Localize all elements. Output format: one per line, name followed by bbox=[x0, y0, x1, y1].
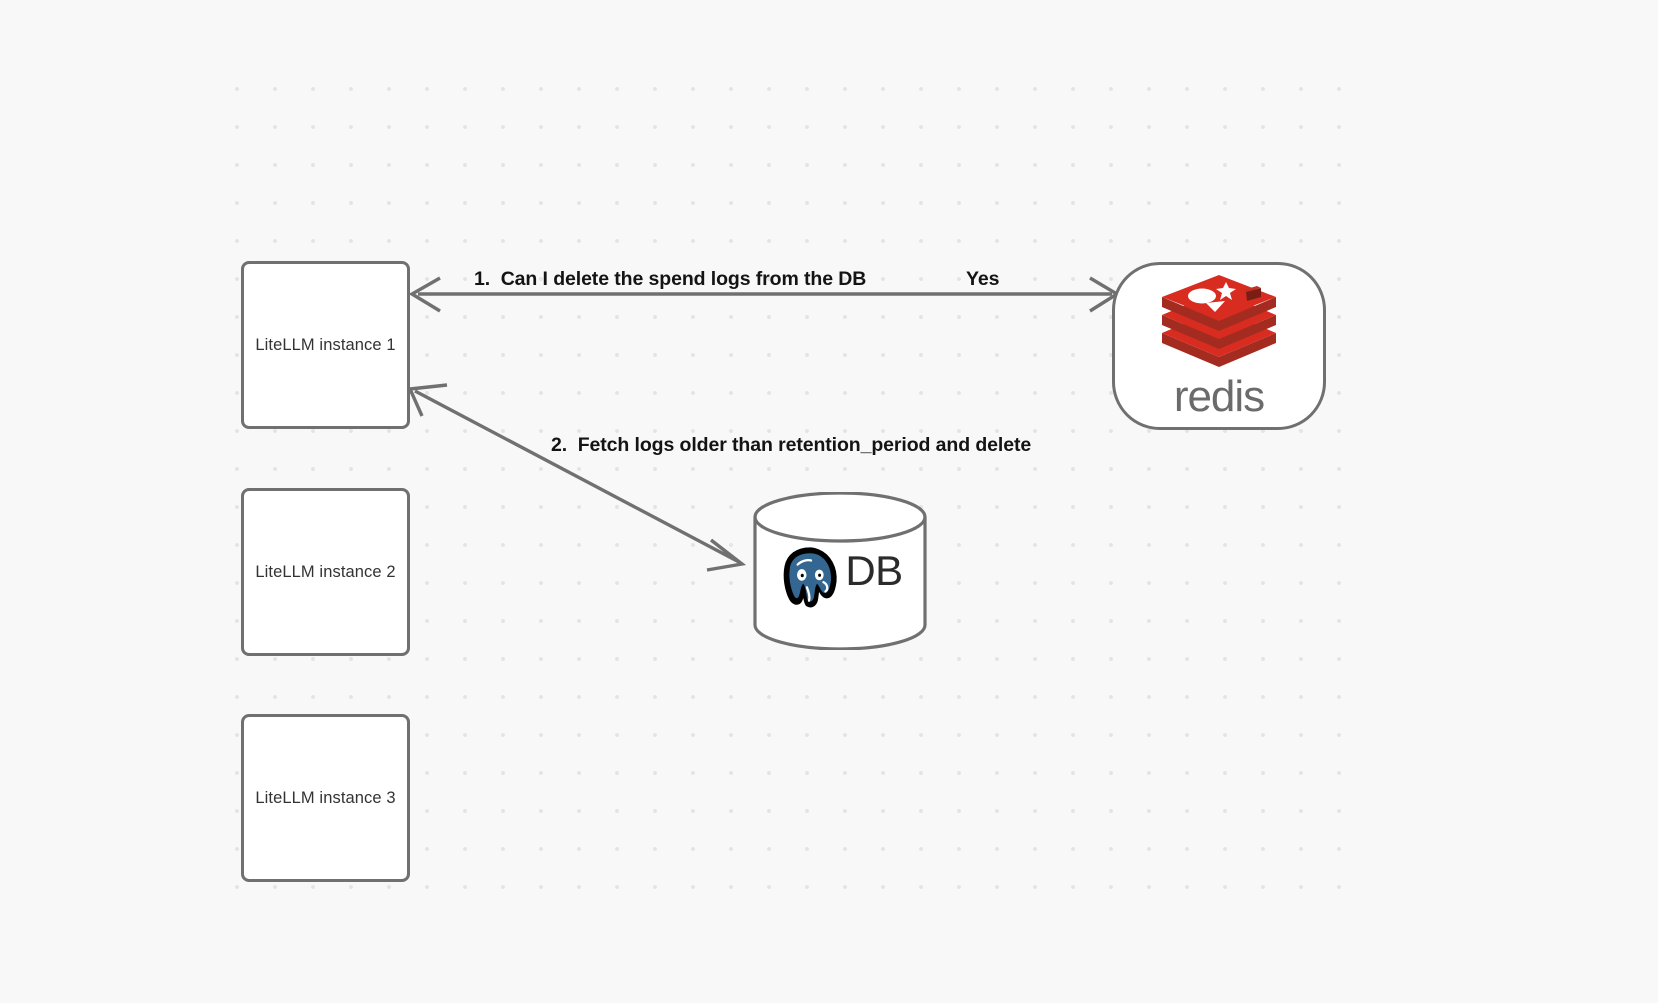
edge-label-1: 1. Can I delete the spend logs from the … bbox=[474, 268, 867, 290]
node-redis[interactable]: redis bbox=[1112, 262, 1326, 430]
redis-logo-icon bbox=[1162, 275, 1276, 367]
edge-label-2: 2. Fetch logs older than retention_perio… bbox=[551, 434, 1032, 456]
node-label: LiteLLM instance 1 bbox=[255, 335, 396, 354]
node-litellm-instance-3[interactable]: LiteLLM instance 3 bbox=[241, 714, 410, 882]
node-label: LiteLLM instance 2 bbox=[255, 562, 396, 581]
grid-mask-left bbox=[0, 0, 212, 1003]
node-litellm-instance-2[interactable]: LiteLLM instance 2 bbox=[241, 488, 410, 656]
node-litellm-instance-1[interactable]: LiteLLM instance 1 bbox=[241, 261, 410, 429]
grid-mask-right bbox=[1348, 0, 1658, 1003]
db-content: DB bbox=[752, 492, 928, 650]
node-db[interactable]: DB bbox=[752, 492, 928, 650]
db-label: DB bbox=[845, 547, 903, 594]
postgresql-elephant-icon bbox=[783, 547, 837, 608]
redis-logo-group: redis bbox=[1158, 275, 1280, 419]
edge-label-1-yes: Yes bbox=[966, 268, 1000, 290]
node-label: LiteLLM instance 3 bbox=[255, 788, 396, 807]
redis-wordmark: redis bbox=[1173, 372, 1265, 421]
grid-mask-bottom bbox=[0, 892, 1658, 1003]
